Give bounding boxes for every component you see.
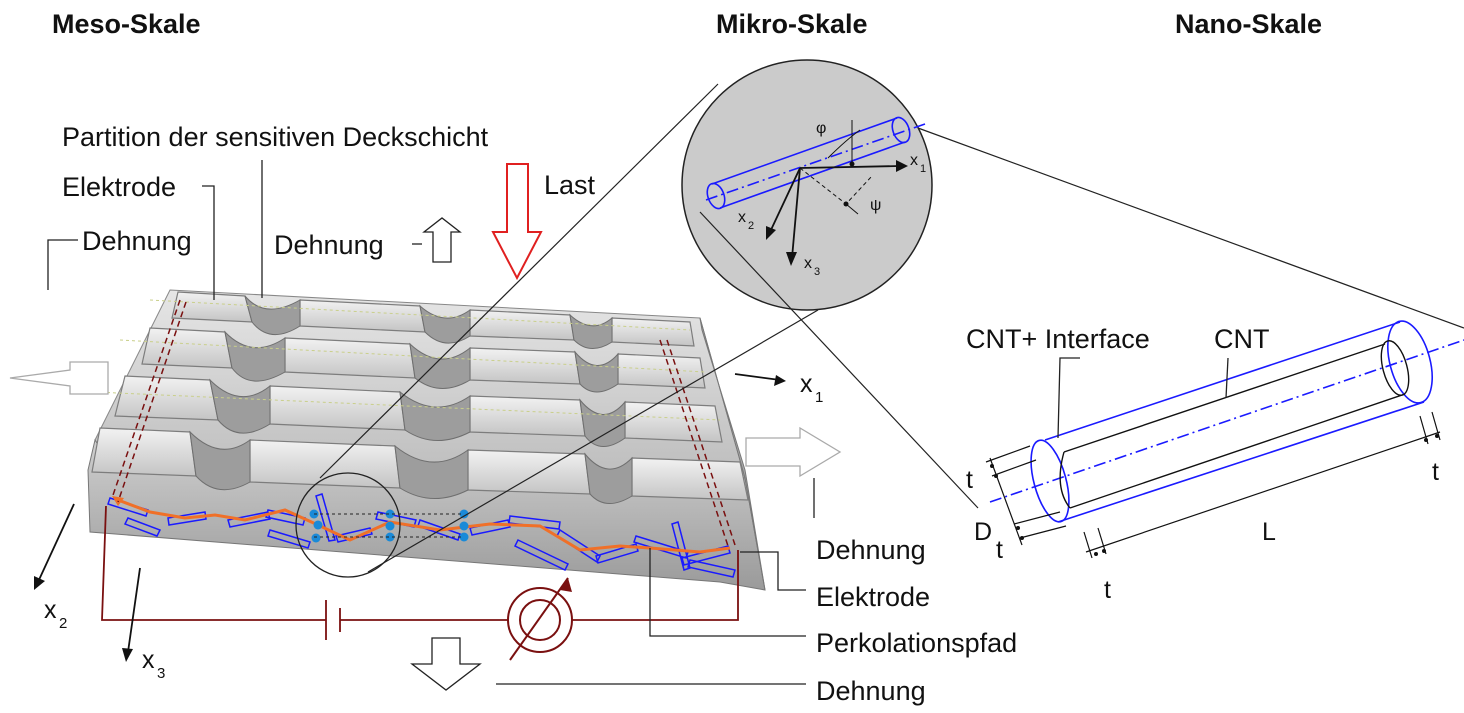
psi-symbol: ψ [870,197,881,214]
strain-arrow-left [9,361,109,395]
nano-t-left-top: t [966,466,973,494]
phi-symbol: φ [816,120,826,137]
nano-t-left-bottom: t [996,536,1003,564]
nano-scale-title: Nano-Skale [1175,9,1322,39]
svg-text:x: x [800,370,813,398]
dehnung-left-leader [47,239,78,290]
load-arrow [491,163,543,281]
svg-text:x: x [142,646,155,674]
last-label: Last [544,170,596,200]
meso-axis-x2: x 2 [34,503,75,632]
meso-axis-x3: x 3 [122,567,165,682]
nano-cnt-core [1059,340,1410,509]
svg-text:3: 3 [157,665,165,682]
svg-text:2: 2 [59,615,67,632]
dehnung-left-label: Dehnung [82,226,192,256]
cnt-interface-label: CNT+ Interface [966,324,1150,354]
elektrode-top-label: Elektrode [62,172,176,202]
contact-nodes [309,509,469,543]
cnt-tube-2 [123,517,162,537]
partition-label: Partition der sensitiven Deckschicht [62,122,489,152]
zoom-lines-meso-to-mikro [319,83,819,573]
plate-grooves [189,295,633,504]
svg-text:x: x [738,209,746,226]
elektrode-top-leader [202,185,215,300]
mikro-label-x2: x 2 [738,209,754,232]
cnt-tube-11 [469,519,511,536]
cnt-tube-8 [335,527,373,543]
cnt-tube-3 [167,511,207,526]
svg-text:1: 1 [920,163,926,175]
ammeter-icon [507,577,573,661]
mikro-label-x1: x 1 [910,152,926,175]
zoom-circle-meso [295,472,401,578]
cnt-tube-13 [513,539,570,571]
sensor-plate [87,289,766,591]
nano-L: L [1262,518,1276,546]
cnt-tube-7 [315,493,336,542]
cnt-leader [1225,357,1229,399]
meso-scale-title: Meso-Skale [52,9,201,39]
electrodes [111,299,737,549]
cnt-tube-19 [687,559,736,578]
mikro-label-x3: x 3 [804,255,820,278]
mikro-circle [681,59,933,311]
electrical-circuit [101,505,739,640]
meso-axis-x1: x 1 [734,370,823,406]
cnt-tube-12 [508,515,561,530]
svg-text:x: x [44,596,57,624]
dehnung-right-label: Dehnung [816,535,926,565]
strain-arrow-top [422,217,462,263]
cnt-interface-leader [1057,357,1080,439]
mikro-cnt [705,116,926,210]
cnt-tube-4 [227,511,271,528]
nano-D: D [974,518,992,546]
strain-arrow-bottom [410,637,482,691]
elektrode-right-leader [740,551,806,591]
cnt-tube-6 [267,529,311,549]
mikro-scale-title: Mikro-Skale [716,9,868,39]
perkolation-label: Perkolationspfad [816,628,1017,658]
elektrode-right-label: Elektrode [816,582,930,612]
zoom-lines-mikro-to-nano [699,127,1464,509]
nano-dim-ticks [990,434,1439,556]
svg-text:1: 1 [815,389,823,406]
perkolation-leader [649,548,806,637]
cnt-tube-15 [595,543,639,564]
dehnung-bottom-label: Dehnung [816,676,926,706]
nano-t-bottom: t [1104,576,1111,604]
nano-t-right: t [1432,458,1439,486]
strain-arrow-right [745,426,842,478]
svg-text:2: 2 [748,220,754,232]
svg-text:3: 3 [814,266,820,278]
nano-cnt-interface [989,320,1464,523]
cnt-tube-16 [633,535,689,559]
cnt-tube-17 [671,521,691,571]
nano-dimensions [985,411,1441,559]
plate-blocks [91,291,749,501]
svg-text:x: x [910,152,918,169]
svg-text:x: x [804,255,812,272]
cnt-label: CNT [1214,324,1270,354]
dehnung-top-label: Dehnung [274,230,384,260]
